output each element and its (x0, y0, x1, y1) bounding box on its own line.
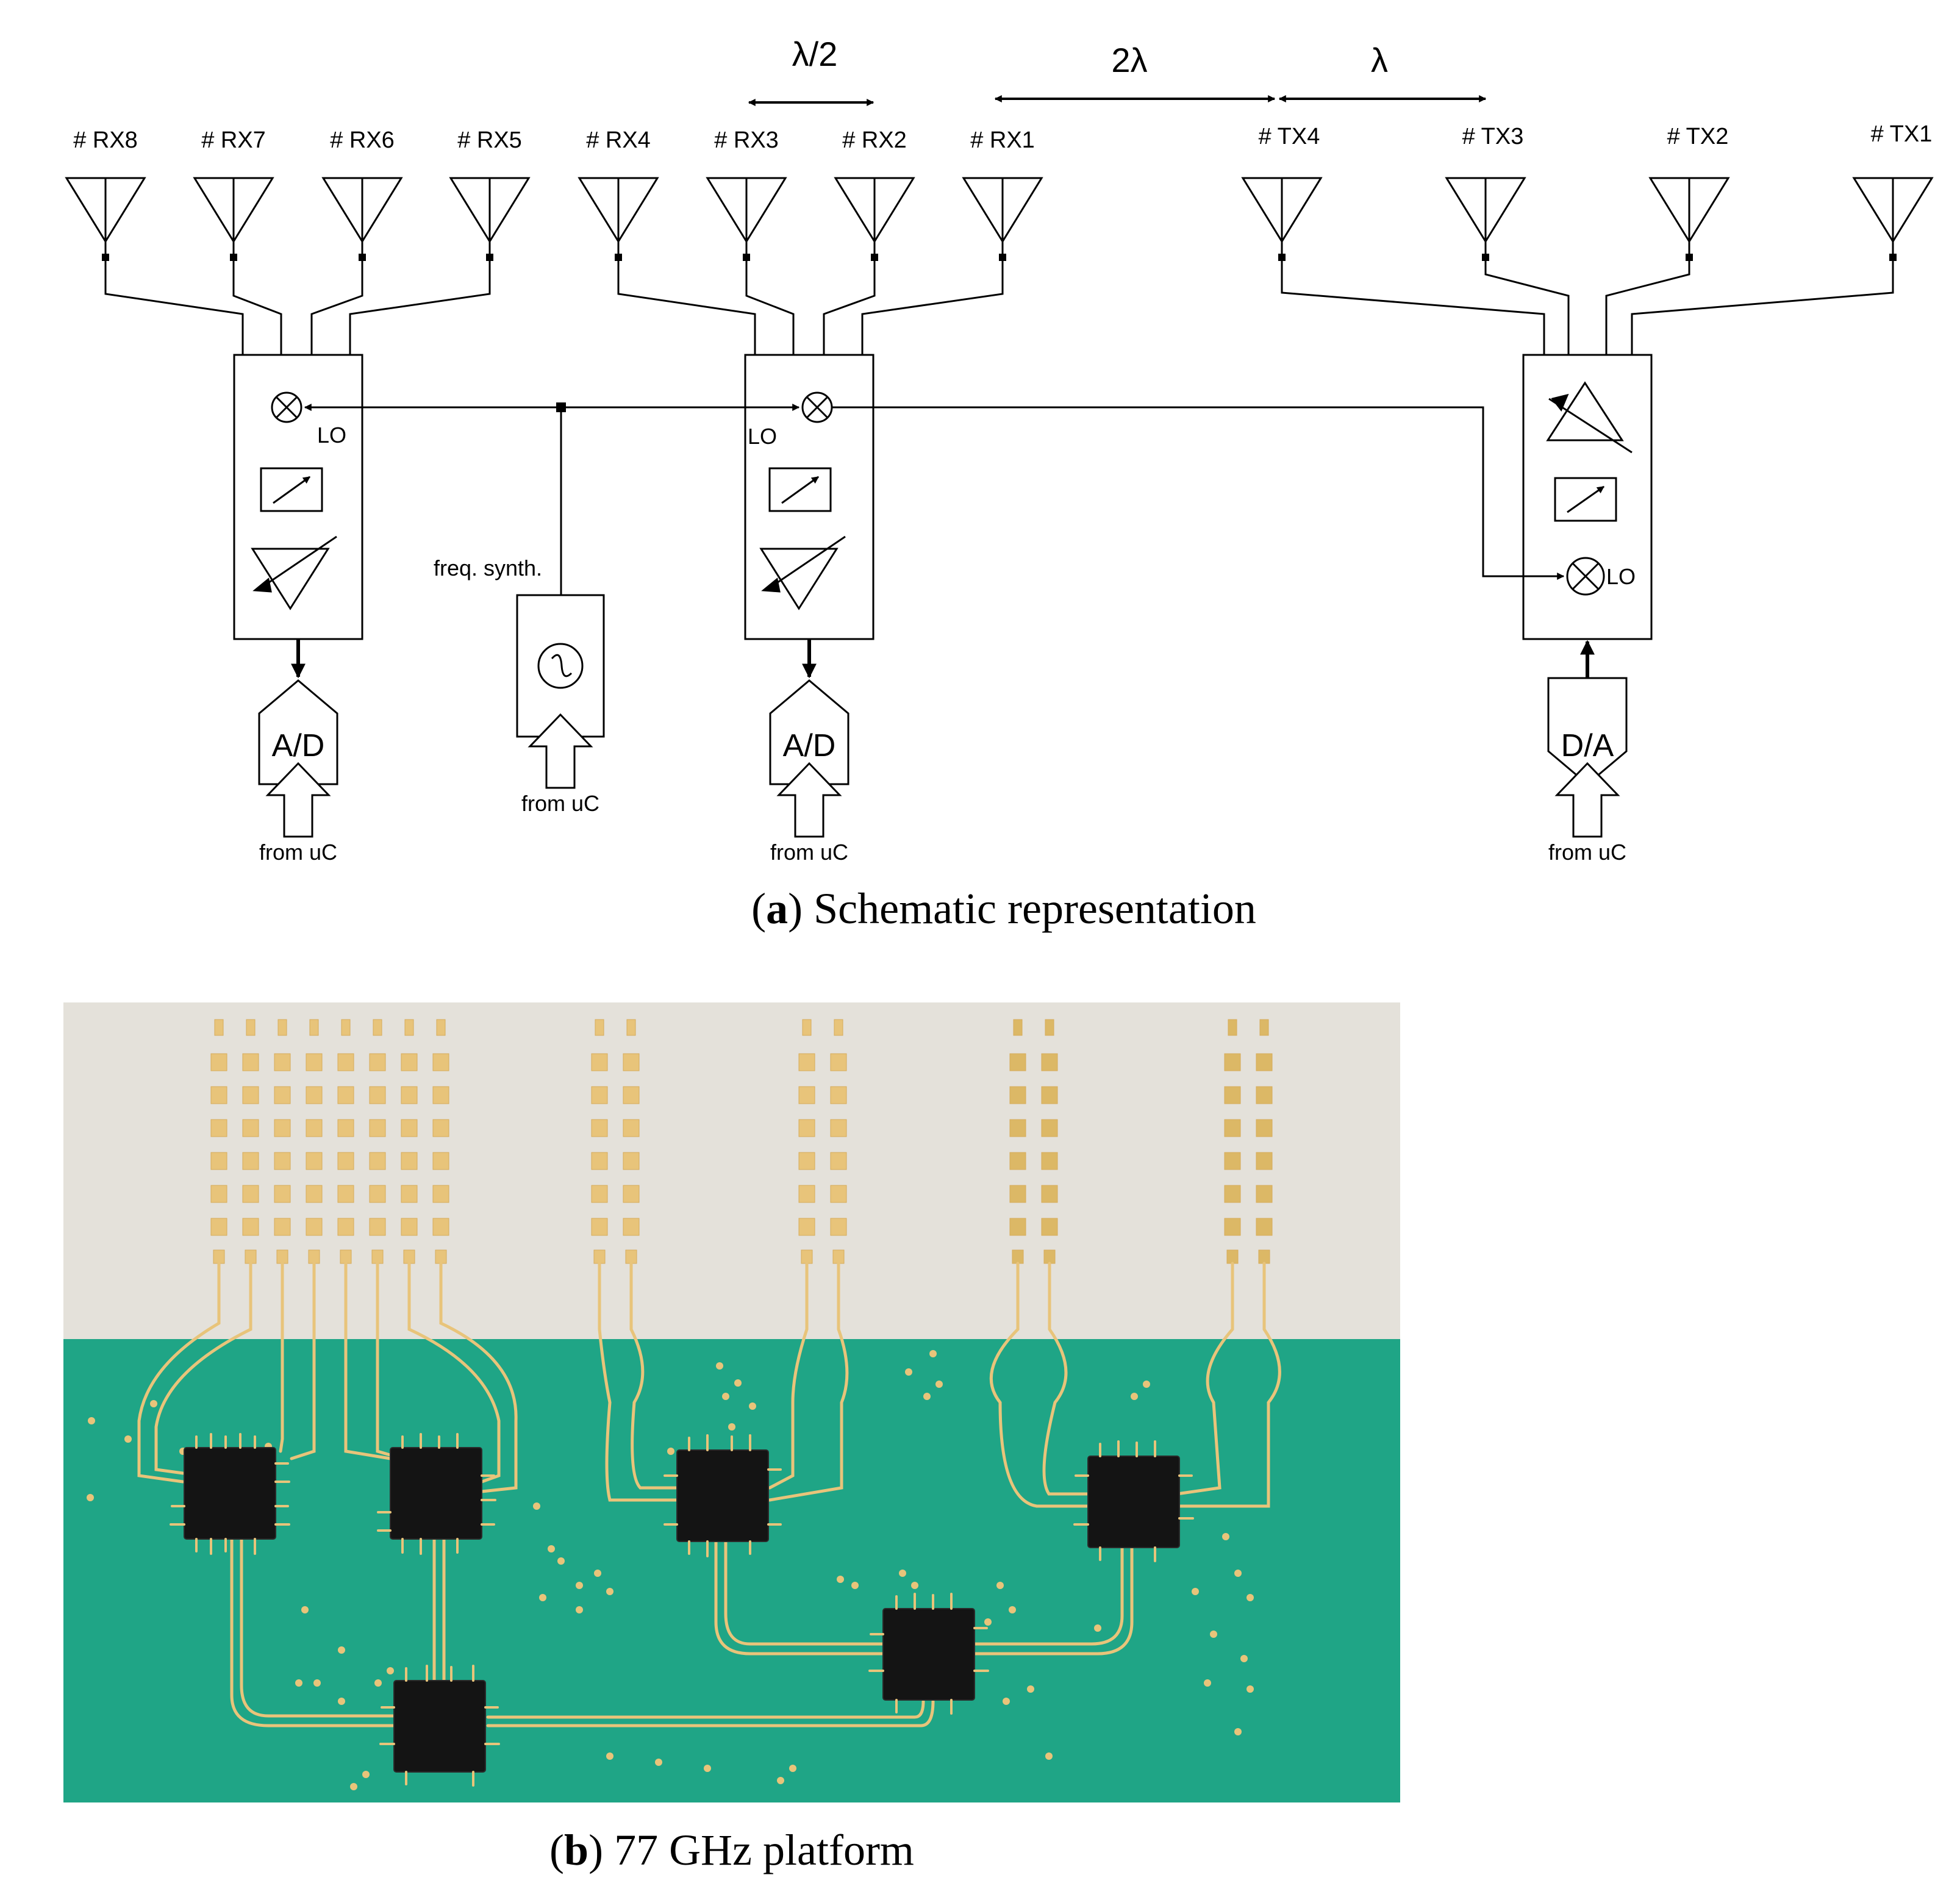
lo-label: LO (317, 423, 346, 448)
amplifier-icon (251, 535, 337, 610)
tx-chip: LO (1522, 354, 1653, 640)
synth-from-uc-label: from uC (521, 791, 599, 816)
chips (184, 1447, 1180, 1773)
dac-input-arrow-icon (1556, 762, 1619, 838)
dac: D/A from uC (1547, 677, 1628, 865)
rx-array-block-2 (591, 1019, 847, 1264)
caption-b-letter: b (564, 1826, 588, 1874)
rx-chip-3-photo (676, 1449, 769, 1542)
mixer-icon (1566, 557, 1605, 596)
adc-label: A/D (783, 728, 836, 763)
adc-from-uc-label: from uC (770, 840, 848, 865)
rx6-label: # RX6 (330, 127, 395, 153)
rx6-antenna-icon (322, 177, 402, 262)
rx-chip-1: LO (233, 354, 363, 640)
rx7-label: # RX7 (201, 127, 266, 153)
tx4-antenna-icon (1242, 177, 1322, 262)
tx-antenna-icons (1242, 177, 1933, 262)
tx-array-block (1009, 1019, 1273, 1264)
rx4-antenna-icon (578, 177, 659, 262)
spacing-label-lambda: λ (1371, 41, 1388, 79)
patch-arrays (210, 1019, 1273, 1264)
tx2-label: # TX2 (1667, 124, 1729, 149)
chip-pins (170, 1433, 1194, 1787)
synth-label: freq. synth. (434, 556, 542, 581)
lo-label: LO (1606, 564, 1636, 589)
feed-lines (104, 257, 1894, 355)
rx-antenna-icons (65, 177, 1043, 262)
adc-1: A/D from uC (258, 679, 338, 865)
feed-traces (137, 1262, 1281, 1727)
phase-shifter-icon (768, 467, 832, 512)
phase-shifter-icon (1554, 477, 1617, 522)
tx3-antenna-icon (1445, 177, 1526, 262)
spacing-arrows (748, 95, 1487, 106)
rx1-antenna-icon (962, 177, 1043, 262)
rx5-label: # RX5 (457, 127, 522, 153)
caption-a-text: Schematic representation (803, 884, 1256, 933)
schematic: λ/2 2λ λ # RX8 # RX7 # RX6 # RX5 # RX4 #… (65, 35, 1933, 933)
rx-chip-1-photo (184, 1447, 276, 1540)
rx8-label: # RX8 (73, 127, 138, 153)
rx4-label: # RX4 (586, 127, 651, 153)
adc-2: A/D from uC (769, 679, 849, 865)
rx8-antenna-icon (65, 177, 146, 262)
rx2-label: # RX2 (842, 127, 907, 153)
rx3-label: # RX3 (714, 127, 779, 153)
tx1-label: # TX1 (1871, 121, 1933, 147)
tx1-antenna-icon (1853, 177, 1933, 262)
rx-chip-2-photo (390, 1447, 482, 1540)
rx-array-block-1 (210, 1019, 449, 1264)
converter-arrows (291, 639, 1595, 679)
dac-label: D/A (1561, 728, 1614, 763)
caption-b-text: 77 GHz platform (603, 1826, 914, 1874)
synth-chip-photo (393, 1680, 486, 1773)
spacing-label-two-lambda: 2λ (1111, 41, 1147, 79)
lo-splitter-chip-photo (882, 1608, 975, 1701)
lo-label: LO (748, 424, 777, 449)
frequency-synthesizer: freq. synth. from uC (434, 556, 605, 816)
adc-from-uc-label: from uC (259, 840, 337, 865)
rx-chip-2: LO (744, 354, 874, 640)
caption-b: (b) 77 GHz platform (549, 1826, 914, 1874)
rx1-label: # RX1 (970, 127, 1035, 153)
tx3-label: # TX3 (1462, 124, 1524, 149)
tx2-antenna-icon (1649, 177, 1729, 262)
platform-photo: (b) 77 GHz platform (63, 1002, 1400, 1874)
rx5-antenna-icon (449, 177, 530, 262)
phase-shifter-icon (260, 467, 323, 512)
caption-a-letter: a (766, 884, 788, 933)
rx2-antenna-icon (834, 177, 915, 262)
rx7-antenna-icon (193, 177, 274, 262)
tx-chip-photo (1087, 1456, 1180, 1548)
caption-a: (a) Schematic representation (751, 884, 1256, 933)
mixer-icon (271, 391, 302, 423)
adc-label: A/D (272, 728, 325, 763)
rx3-antenna-icon (706, 177, 787, 262)
spacing-label-half-lambda: λ/2 (792, 35, 838, 73)
photo-pcb (63, 1339, 1400, 1802)
tx4-label: # TX4 (1259, 124, 1320, 149)
amplifier-icon (759, 535, 846, 610)
lo-distribution (304, 402, 1565, 595)
dac-from-uc-label: from uC (1548, 840, 1626, 865)
amplifier-icon (1546, 381, 1633, 454)
oscillator-icon (537, 643, 584, 689)
